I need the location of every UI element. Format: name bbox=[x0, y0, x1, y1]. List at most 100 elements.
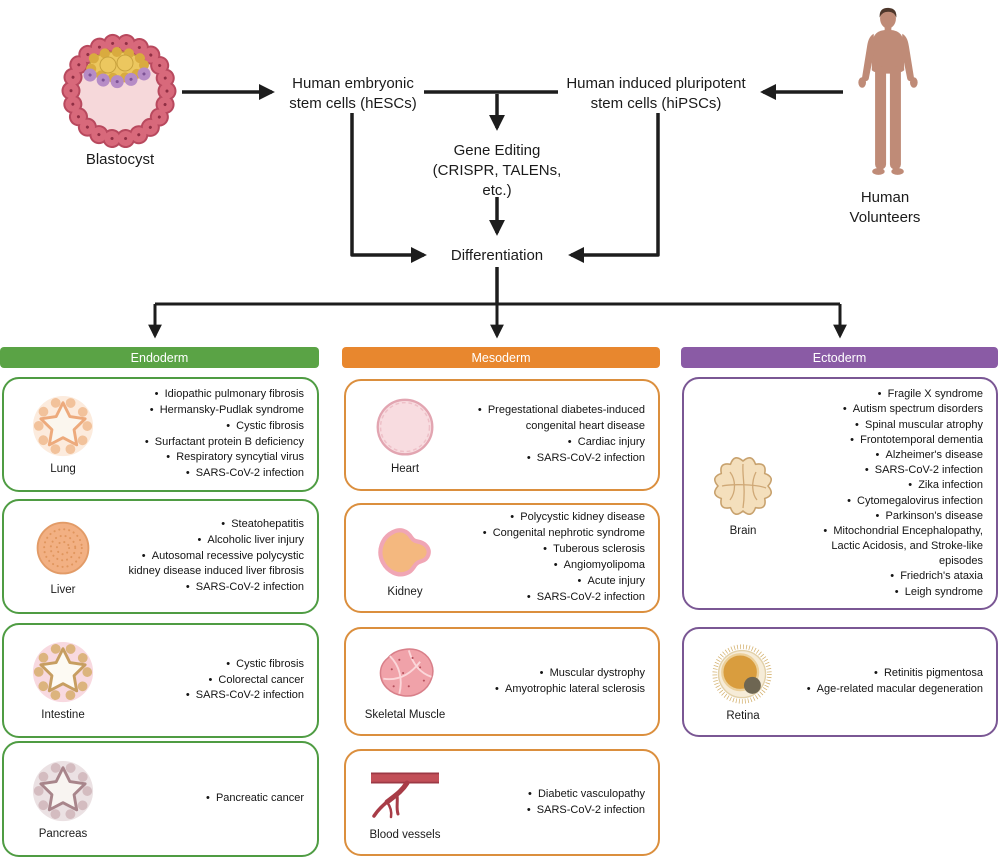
organ-column: Kidney bbox=[354, 519, 456, 598]
card-skeletal-muscle: Skeletal Muscle Muscular dystrophyAmyotr… bbox=[344, 627, 660, 736]
disease-item: Alcoholic liver injury bbox=[114, 533, 304, 549]
organ-label: Liver bbox=[50, 584, 76, 596]
disease-list: Polycystic kidney diseaseCongenital neph… bbox=[456, 510, 658, 606]
disease-item: SARS-CoV-2 infection bbox=[114, 580, 304, 596]
disease-item: Cytomegalovirus infection bbox=[794, 494, 983, 509]
organ-label: Kidney bbox=[387, 585, 423, 598]
card-liver: Liver SteatohepatitisAlcoholic liver inj… bbox=[2, 499, 319, 614]
mesoderm-header: Mesoderm bbox=[342, 347, 660, 368]
disease-item: Amyotrophic lateral sclerosis bbox=[456, 682, 645, 698]
disease-item: Congenital nephrotic syndrome bbox=[456, 526, 645, 542]
differentiation-node: Differentiation bbox=[450, 247, 544, 264]
disease-item: Frontotemporal dementia bbox=[794, 433, 983, 448]
card-retina: Retina Retinitis pigmentosaAge-related m… bbox=[682, 627, 998, 737]
organ-column: Pancreas bbox=[12, 759, 114, 840]
disease-item: SARS-CoV-2 infection bbox=[456, 590, 645, 606]
disease-item: Spinal muscular atrophy bbox=[794, 418, 983, 433]
card-heart: Heart Pregestational diabetes-induced co… bbox=[344, 379, 660, 491]
disease-item: Mitochondrial Encephalopathy, Lactic Aci… bbox=[794, 524, 983, 570]
disease-item: Diabetic vasculopathy bbox=[456, 787, 645, 803]
blastocyst-label: Blastocyst bbox=[85, 151, 155, 168]
ectoderm-header: Ectoderm bbox=[681, 347, 998, 368]
disease-list: Pancreatic cancer bbox=[114, 791, 317, 807]
disease-item: Autism spectrum disorders bbox=[794, 402, 983, 417]
organ-column: Skeletal Muscle bbox=[354, 642, 456, 721]
liver-organoid-icon bbox=[36, 521, 90, 575]
organ-column: Heart bbox=[354, 396, 456, 475]
brain-organoid-icon bbox=[714, 457, 772, 515]
organ-column: Intestine bbox=[12, 640, 114, 721]
disease-item: Cardiac injury bbox=[456, 435, 645, 451]
heart-organoid-icon bbox=[376, 398, 434, 456]
human-volunteer-icon bbox=[858, 7, 918, 175]
card-intestine: Intestine Cystic fibrosisColorectal canc… bbox=[2, 623, 319, 738]
disease-list: Fragile X syndromeAutism spectrum disord… bbox=[794, 387, 996, 599]
blood-vessels-icon bbox=[371, 772, 439, 819]
card-blood-vessels: Blood vessels Diabetic vasculopathySARS-… bbox=[344, 749, 660, 856]
hipsc-node: Human induced pluripotent stem cells (hi… bbox=[566, 75, 746, 112]
pancreas-organoid-icon bbox=[32, 760, 94, 821]
disease-item: Cystic fibrosis bbox=[114, 657, 304, 673]
disease-item: Alzheimer's disease bbox=[794, 448, 983, 463]
organ-label: Heart bbox=[390, 462, 420, 475]
card-pancreas: Pancreas Pancreatic cancer bbox=[2, 741, 319, 857]
disease-list: Pregestational diabetes-induced congenit… bbox=[456, 403, 658, 467]
disease-item: SARS-CoV-2 infection bbox=[794, 463, 983, 478]
disease-item: Retinitis pigmentosa bbox=[794, 666, 983, 682]
card-kidney: Kidney Polycystic kidney diseaseCongenit… bbox=[344, 503, 660, 613]
kidney-icon bbox=[378, 527, 431, 576]
disease-item: Pancreatic cancer bbox=[114, 791, 304, 807]
disease-item: SARS-CoV-2 infection bbox=[456, 803, 645, 819]
disease-item: Zika infection bbox=[794, 478, 983, 493]
disease-item: Steatohepatitis bbox=[114, 517, 304, 533]
disease-item: Hermansky-Pudlak syndrome bbox=[114, 403, 304, 419]
disease-list: Muscular dystrophyAmyotrophic lateral sc… bbox=[456, 666, 658, 698]
gene-editing-node: Gene Editing (CRISPR, TALENs, etc.) bbox=[432, 142, 562, 199]
disease-item: Parkinson's disease bbox=[794, 509, 984, 524]
disease-item: Pregestational diabetes-induced congenit… bbox=[456, 403, 645, 435]
disease-item: Respiratory syncytial virus bbox=[114, 450, 304, 466]
disease-item: Surfactant protein B deficiency bbox=[114, 435, 304, 451]
organ-label: Intestine bbox=[41, 709, 85, 721]
organ-column: Liver bbox=[12, 517, 114, 596]
disease-item: Acute injury bbox=[456, 574, 645, 590]
skeletal-muscle-icon bbox=[379, 648, 434, 697]
disease-list: Idiopathic pulmonary fibrosisHermansky-P… bbox=[114, 387, 317, 483]
human-volunteers-label: Human Volunteers bbox=[849, 189, 921, 226]
organ-column: Lung bbox=[12, 394, 114, 475]
endoderm-header: Endoderm bbox=[0, 347, 319, 368]
disease-list: Diabetic vasculopathySARS-CoV-2 infectio… bbox=[456, 787, 658, 819]
organ-label: Blood vessels bbox=[369, 829, 441, 841]
disease-list: Cystic fibrosisColorectal cancerSARS-CoV… bbox=[114, 657, 317, 705]
disease-item: SARS-CoV-2 infection bbox=[456, 451, 645, 467]
disease-list: SteatohepatitisAlcoholic liver injuryAut… bbox=[114, 517, 317, 597]
disease-item: Autosomal recessive polycystic kidney di… bbox=[114, 549, 304, 581]
disease-item: Idiopathic pulmonary fibrosis bbox=[114, 387, 304, 403]
disease-item: SARS-CoV-2 infection bbox=[114, 688, 304, 704]
organ-column: Blood vessels bbox=[354, 764, 456, 841]
organ-label: Brain bbox=[729, 525, 757, 537]
blastocyst-icon bbox=[61, 33, 177, 149]
disease-item: Age-related macular degeneration bbox=[794, 682, 983, 698]
organ-label: Lung bbox=[50, 463, 76, 475]
disease-item: Tuberous sclerosis bbox=[456, 542, 645, 558]
disease-list: Retinitis pigmentosaAge-related macular … bbox=[794, 666, 996, 698]
disease-item: Polycystic kidney disease bbox=[456, 510, 645, 526]
disease-item: Friedrich's ataxia bbox=[794, 569, 983, 584]
organ-label: Pancreas bbox=[38, 827, 88, 840]
disease-item: Muscular dystrophy bbox=[456, 666, 645, 682]
disease-item: Leigh syndrome bbox=[794, 585, 983, 600]
retina-organoid-icon bbox=[712, 643, 772, 704]
card-lung: Lung Idiopathic pulmonary fibrosisHerman… bbox=[2, 377, 319, 492]
disease-item: Cystic fibrosis bbox=[114, 419, 304, 435]
card-brain: Brain Fragile X syndromeAutism spectrum … bbox=[682, 377, 998, 610]
disease-item: SARS-CoV-2 infection bbox=[114, 466, 304, 482]
lung-organoid-icon bbox=[32, 395, 94, 457]
disease-item: Angiomyolipoma bbox=[456, 558, 645, 574]
organ-label: Retina bbox=[726, 709, 760, 722]
disease-item: Fragile X syndrome bbox=[794, 387, 983, 402]
organ-column: Brain bbox=[692, 450, 794, 537]
intestine-organoid-icon bbox=[32, 641, 94, 703]
organ-column: Retina bbox=[692, 643, 794, 722]
